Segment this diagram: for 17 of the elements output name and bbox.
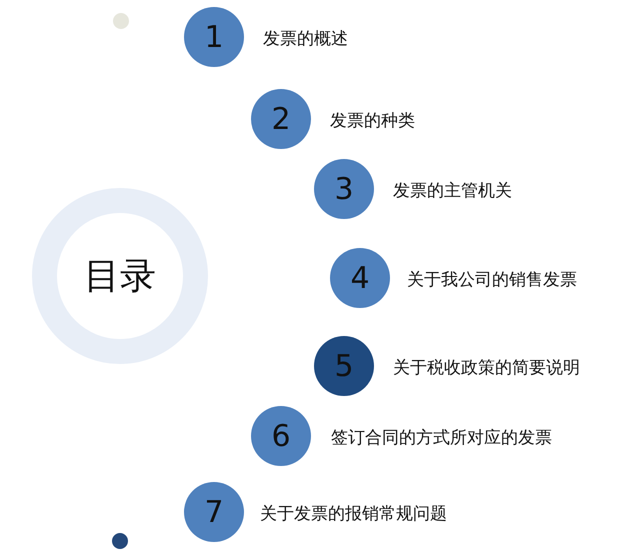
number-circle: 1: [184, 7, 244, 67]
dot: [112, 533, 128, 549]
section-title: 发票的概述: [263, 29, 348, 49]
section-title: 关于发票的报销常规问题: [260, 504, 447, 524]
number-circle: 2: [251, 89, 311, 149]
number-circle: 5: [314, 336, 374, 396]
section-title: 关于税收政策的简要说明: [393, 358, 580, 378]
number-circle: 4: [330, 248, 390, 308]
number-circle: 6: [251, 406, 311, 466]
number-circle: 3: [314, 159, 374, 219]
section-title: 关于我公司的销售发票: [407, 270, 577, 290]
title-ring: 目录: [32, 188, 208, 364]
number-circle: 7: [184, 482, 244, 542]
dot: [113, 13, 129, 29]
section-title: 签订合同的方式所对应的发票: [331, 428, 552, 448]
section-title: 发票的种类: [330, 111, 415, 131]
section-title: 发票的主管机关: [393, 181, 512, 201]
